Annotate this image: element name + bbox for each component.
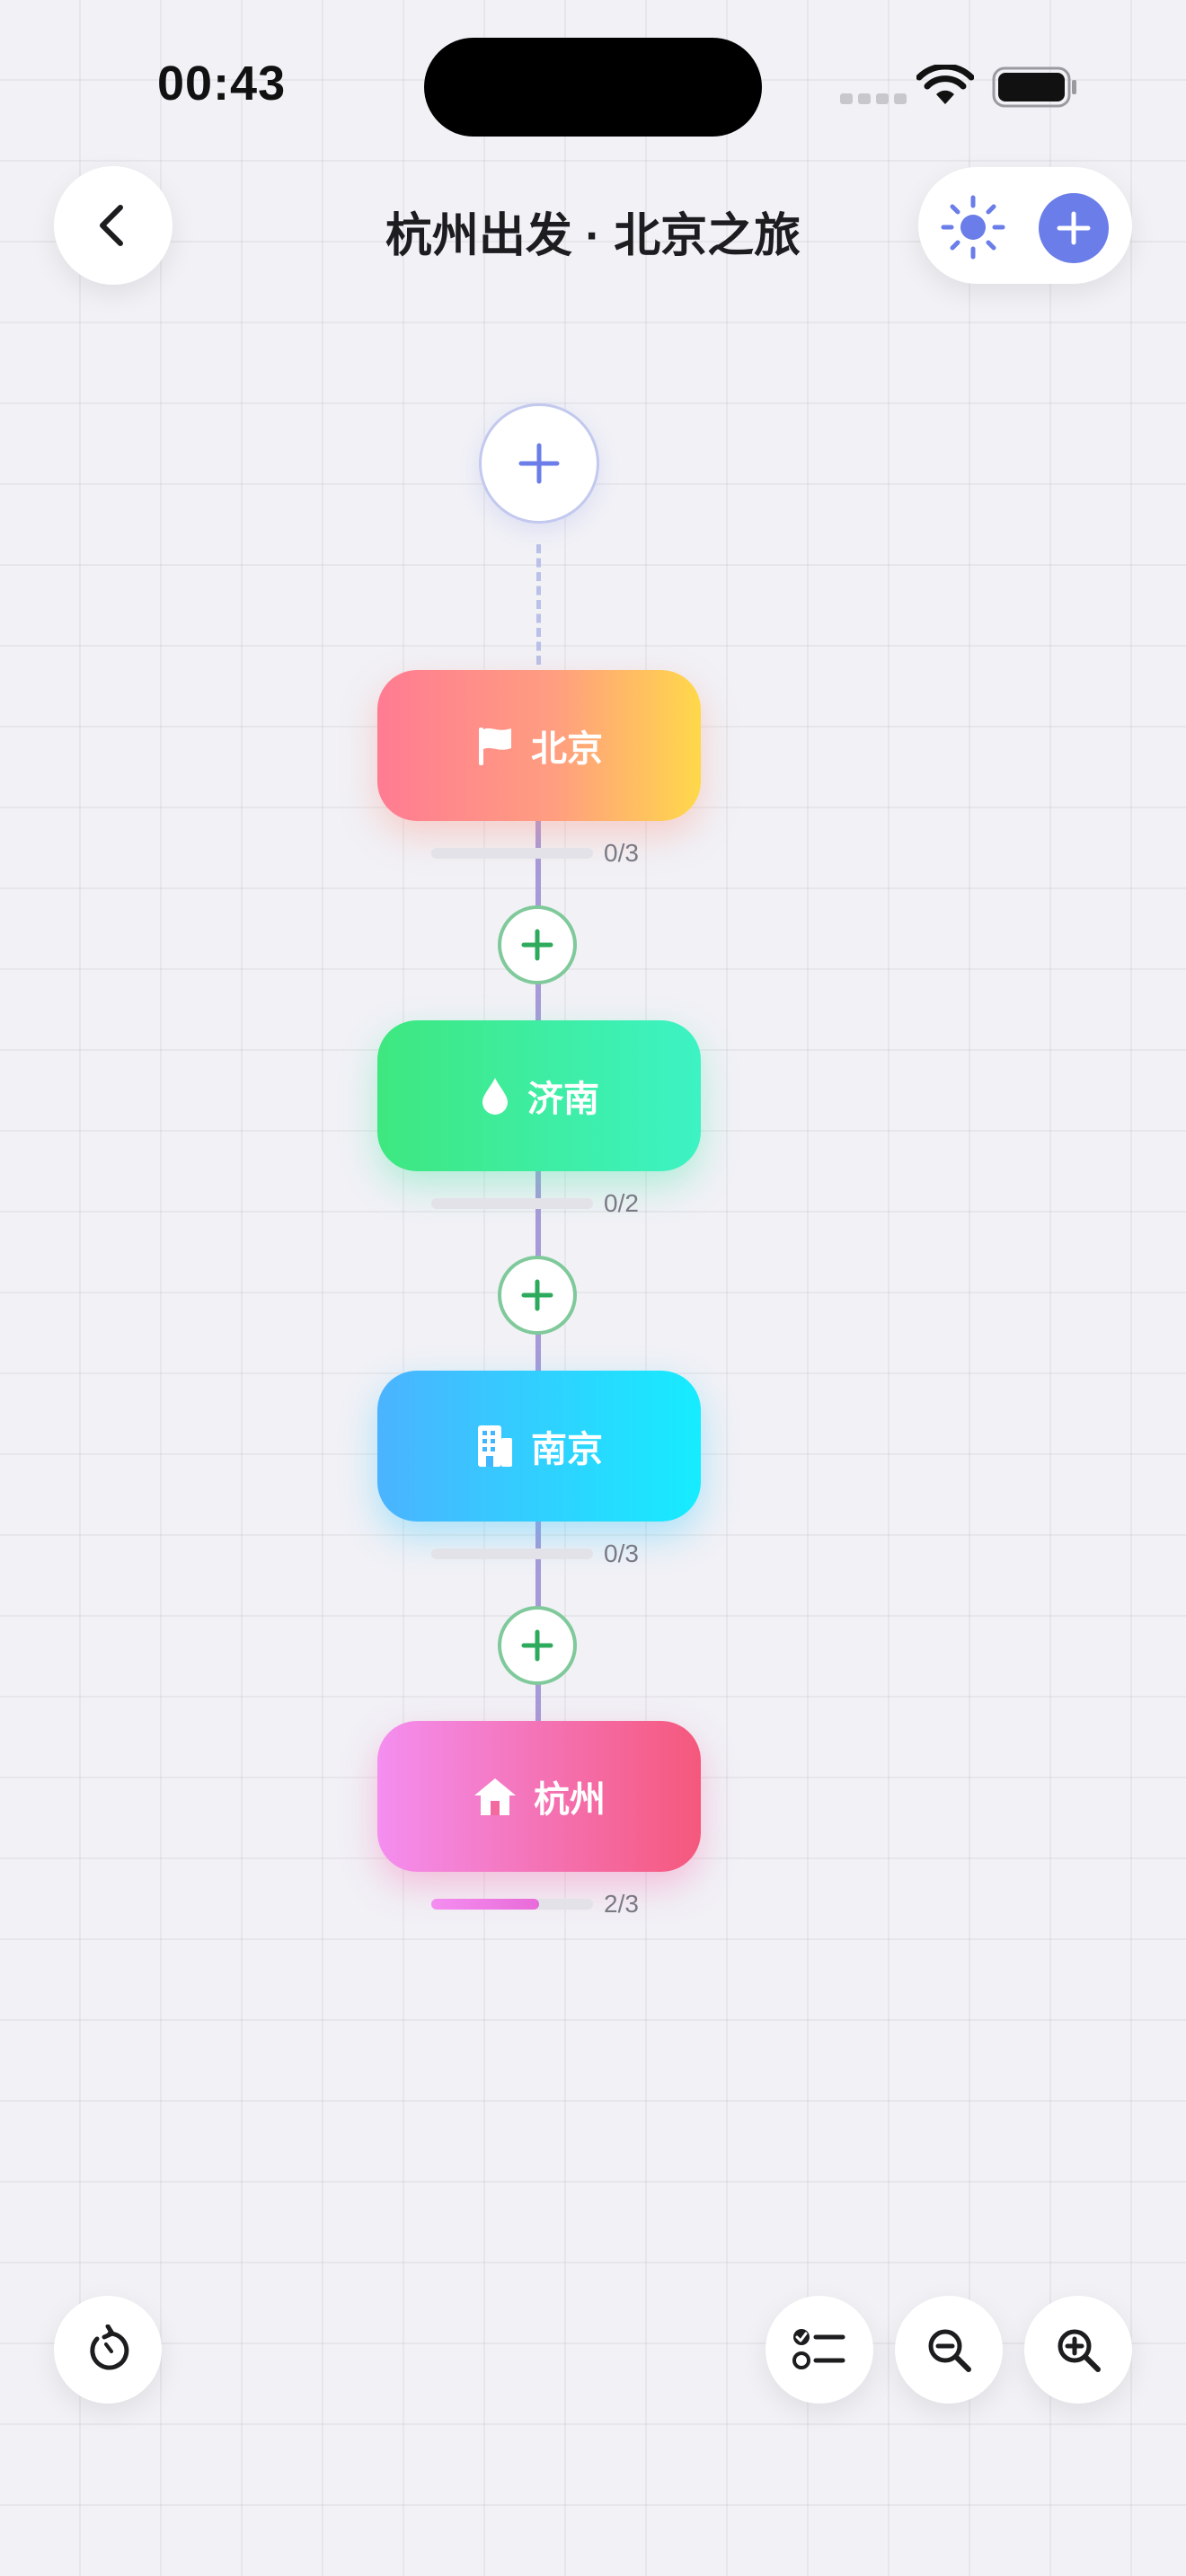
page-title: 杭州出发 · 北京之旅 [385, 210, 801, 262]
chevron-left-icon [100, 205, 123, 246]
insert-stop-button[interactable] [498, 1256, 577, 1335]
zoom-in-icon [1058, 2329, 1101, 2372]
stop-card-jinan[interactable]: 济南 [377, 1020, 701, 1171]
timeline-connector-dashed [536, 544, 541, 665]
plus-icon [521, 929, 553, 961]
insert-stop-button[interactable] [498, 905, 577, 984]
stop-progress-text: 0/2 [604, 1189, 639, 1217]
zoom-out-button[interactable] [895, 2296, 1003, 2404]
status-time: 00:43 [157, 57, 287, 110]
checklist-button[interactable] [766, 2296, 873, 2404]
stop-progress-text: 2/3 [604, 1890, 639, 1918]
stop-progress-bar [431, 848, 593, 859]
reset-button[interactable] [54, 2296, 162, 2404]
stop-progress-text: 0/3 [604, 839, 639, 867]
home-icon [474, 1778, 516, 1815]
plus-icon [521, 1279, 553, 1311]
plus-icon [1057, 211, 1091, 245]
stop-progress-fill [431, 1899, 539, 1910]
stop-city-name: 济南 [527, 1080, 599, 1119]
add-route-button[interactable] [1039, 193, 1109, 263]
wifi-icon [916, 63, 975, 112]
stop-progress-bar [431, 1899, 593, 1910]
add-stop-top-button[interactable] [479, 403, 599, 524]
stop-progress-bar [431, 1548, 593, 1559]
theme-toggle-button[interactable] [934, 189, 1012, 266]
stop-city-name: 北京 [531, 729, 603, 769]
flag-icon [479, 728, 511, 765]
stop-card-hangzhou[interactable]: 杭州 [377, 1721, 701, 1872]
stop-card-beijing[interactable]: 北京 [377, 670, 701, 821]
dynamic-island [424, 38, 762, 137]
building-icon [478, 1425, 512, 1467]
checklist-icon [792, 2329, 845, 2369]
water-drop-icon [482, 1078, 508, 1115]
zoom-out-icon [928, 2329, 971, 2372]
insert-stop-button[interactable] [498, 1606, 577, 1685]
stop-city-name: 南京 [531, 1430, 603, 1469]
zoom-in-button[interactable] [1024, 2296, 1132, 2404]
undo-icon [90, 2325, 129, 2370]
cellular-signal-icon [840, 93, 907, 104]
stop-progress-bar [431, 1198, 593, 1209]
stop-progress-text: 0/3 [604, 1539, 639, 1567]
stop-city-name: 杭州 [534, 1780, 606, 1820]
sun-icon [941, 195, 1005, 260]
stop-card-nanjing[interactable]: 南京 [377, 1371, 701, 1522]
plus-icon [518, 443, 560, 484]
plus-icon [521, 1629, 553, 1662]
back-button[interactable] [54, 166, 173, 285]
battery-icon [992, 66, 1078, 112]
